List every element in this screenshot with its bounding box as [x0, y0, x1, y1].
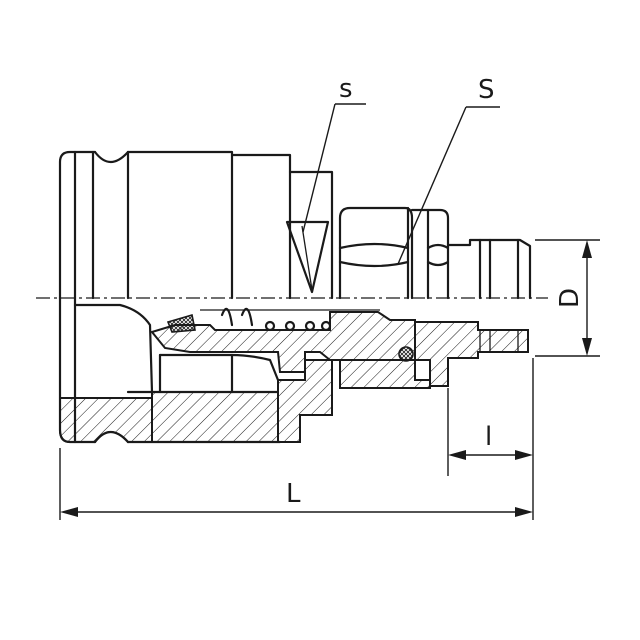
label-l: l [485, 422, 492, 452]
section-view [58, 296, 529, 444]
spring [200, 307, 380, 332]
dimension-L: L [59, 448, 533, 520]
label-s-group: s [302, 74, 366, 233]
dimension-l: l [447, 358, 534, 520]
label-s: s [339, 74, 353, 104]
exterior-outline [58, 150, 334, 300]
label-S: S [478, 75, 495, 105]
label-L: L [286, 479, 301, 509]
label-D: D [555, 288, 585, 308]
o-ring [398, 346, 414, 362]
thread-end-outline [446, 238, 532, 300]
label-S-group: S [397, 75, 500, 265]
hex-nut-outline [338, 206, 450, 300]
dimension-D: D [535, 239, 600, 357]
